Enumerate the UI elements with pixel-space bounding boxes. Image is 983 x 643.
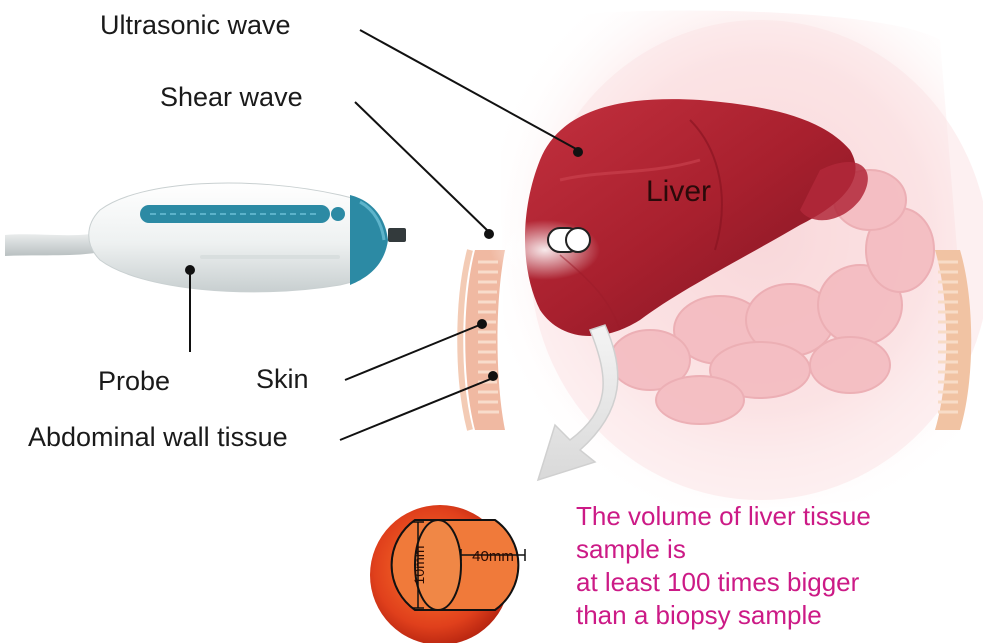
label-abdominal-wall: Abdominal wall tissue bbox=[28, 424, 288, 451]
callout-line: than a biopsy sample bbox=[576, 599, 976, 632]
sample-size-diagram bbox=[370, 505, 525, 643]
callout-line: The volume of liver tissue bbox=[576, 500, 976, 533]
sample-diameter-label: 10mm bbox=[411, 546, 427, 585]
callout-line: sample is bbox=[576, 533, 976, 566]
label-probe: Probe bbox=[98, 368, 170, 395]
label-skin: Skin bbox=[256, 366, 309, 393]
label-shear-wave: Shear wave bbox=[160, 84, 303, 111]
abdominal-wall-left bbox=[460, 250, 505, 430]
sample-cylinder bbox=[548, 228, 590, 252]
sample-length-label: 40mm bbox=[472, 548, 514, 565]
volume-callout: The volume of liver tissue sample is at … bbox=[576, 500, 976, 632]
label-ultrasonic-wave: Ultrasonic wave bbox=[100, 12, 291, 39]
probe-device bbox=[5, 183, 406, 292]
callout-line: at least 100 times bigger bbox=[576, 566, 976, 599]
label-liver: Liver bbox=[646, 177, 711, 207]
